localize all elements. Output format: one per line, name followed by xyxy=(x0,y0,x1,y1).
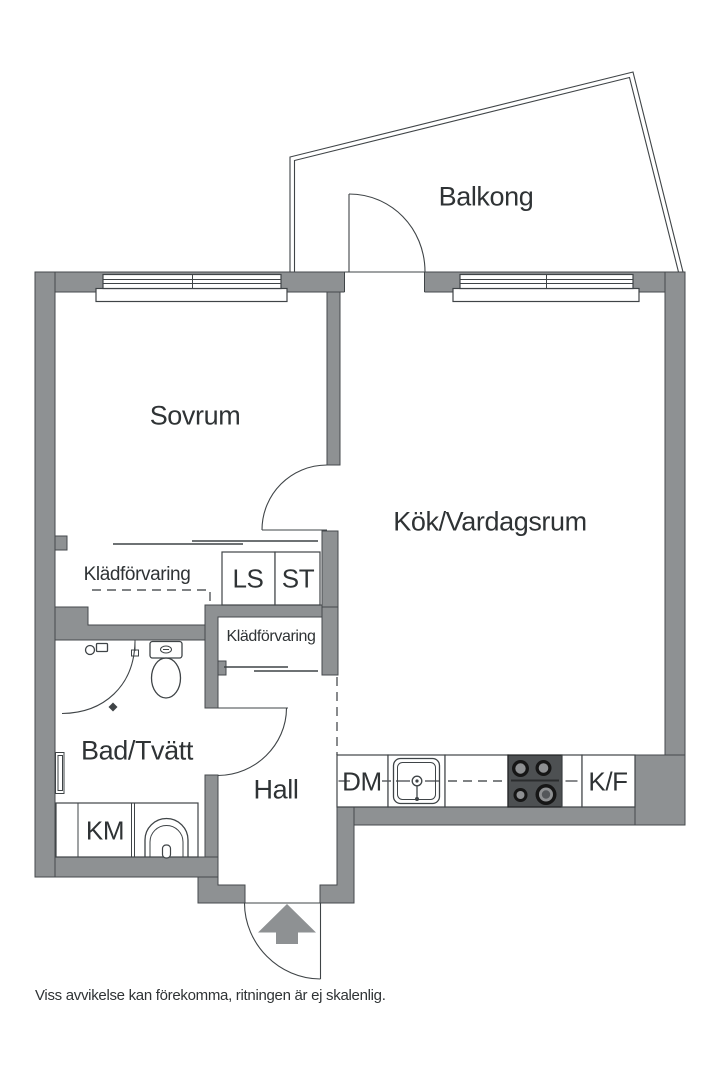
washbasin-icon xyxy=(144,817,189,859)
stove-burners-icon xyxy=(512,760,557,805)
bedroom-door xyxy=(261,464,328,531)
radiator-icon xyxy=(55,752,65,794)
room-label-balkong: Balkong xyxy=(438,181,534,212)
shower-icon xyxy=(61,640,139,715)
entrance-door xyxy=(243,902,322,980)
livingroom-window-icon xyxy=(452,273,640,303)
label-washing-machine: KM xyxy=(85,815,125,846)
label-kladforvaring-hall: Klädförvaring xyxy=(226,628,316,645)
sliding-doors xyxy=(113,540,318,672)
label-kladforvaring-upper: Klädförvaring xyxy=(83,564,191,585)
label-fridge-freezer: K/F xyxy=(588,766,628,797)
label-ls-closet: LS xyxy=(232,563,264,594)
label-st-closet: ST xyxy=(281,563,315,594)
room-label-sovrum: Sovrum xyxy=(149,400,241,431)
label-dishwasher: DM xyxy=(342,766,382,797)
entrance-arrow-icon xyxy=(258,904,316,944)
closet-boxes xyxy=(221,551,321,606)
bathroom-fixtures xyxy=(55,640,199,859)
bedroom-window-icon xyxy=(95,273,288,303)
dashed-boundaries xyxy=(92,589,338,755)
room-label-bad-tvatt: Bad/Tvätt xyxy=(81,735,193,766)
bathroom-door xyxy=(217,707,288,777)
balcony-outline xyxy=(289,71,684,273)
fridge-freezer-icon xyxy=(581,754,636,808)
disclaimer-text: Viss avvikelse kan förekomma, ritningen … xyxy=(35,987,386,1004)
kitchen-sink-icon xyxy=(392,757,441,805)
toilet-icon xyxy=(149,640,183,699)
kitchen-counter xyxy=(336,754,636,808)
door-arc xyxy=(348,193,426,273)
room-label-kok-vardagsrum: Kök/Vardagsrum xyxy=(393,506,587,537)
balcony-door xyxy=(344,193,426,293)
room-label-hall: Hall xyxy=(253,774,299,805)
